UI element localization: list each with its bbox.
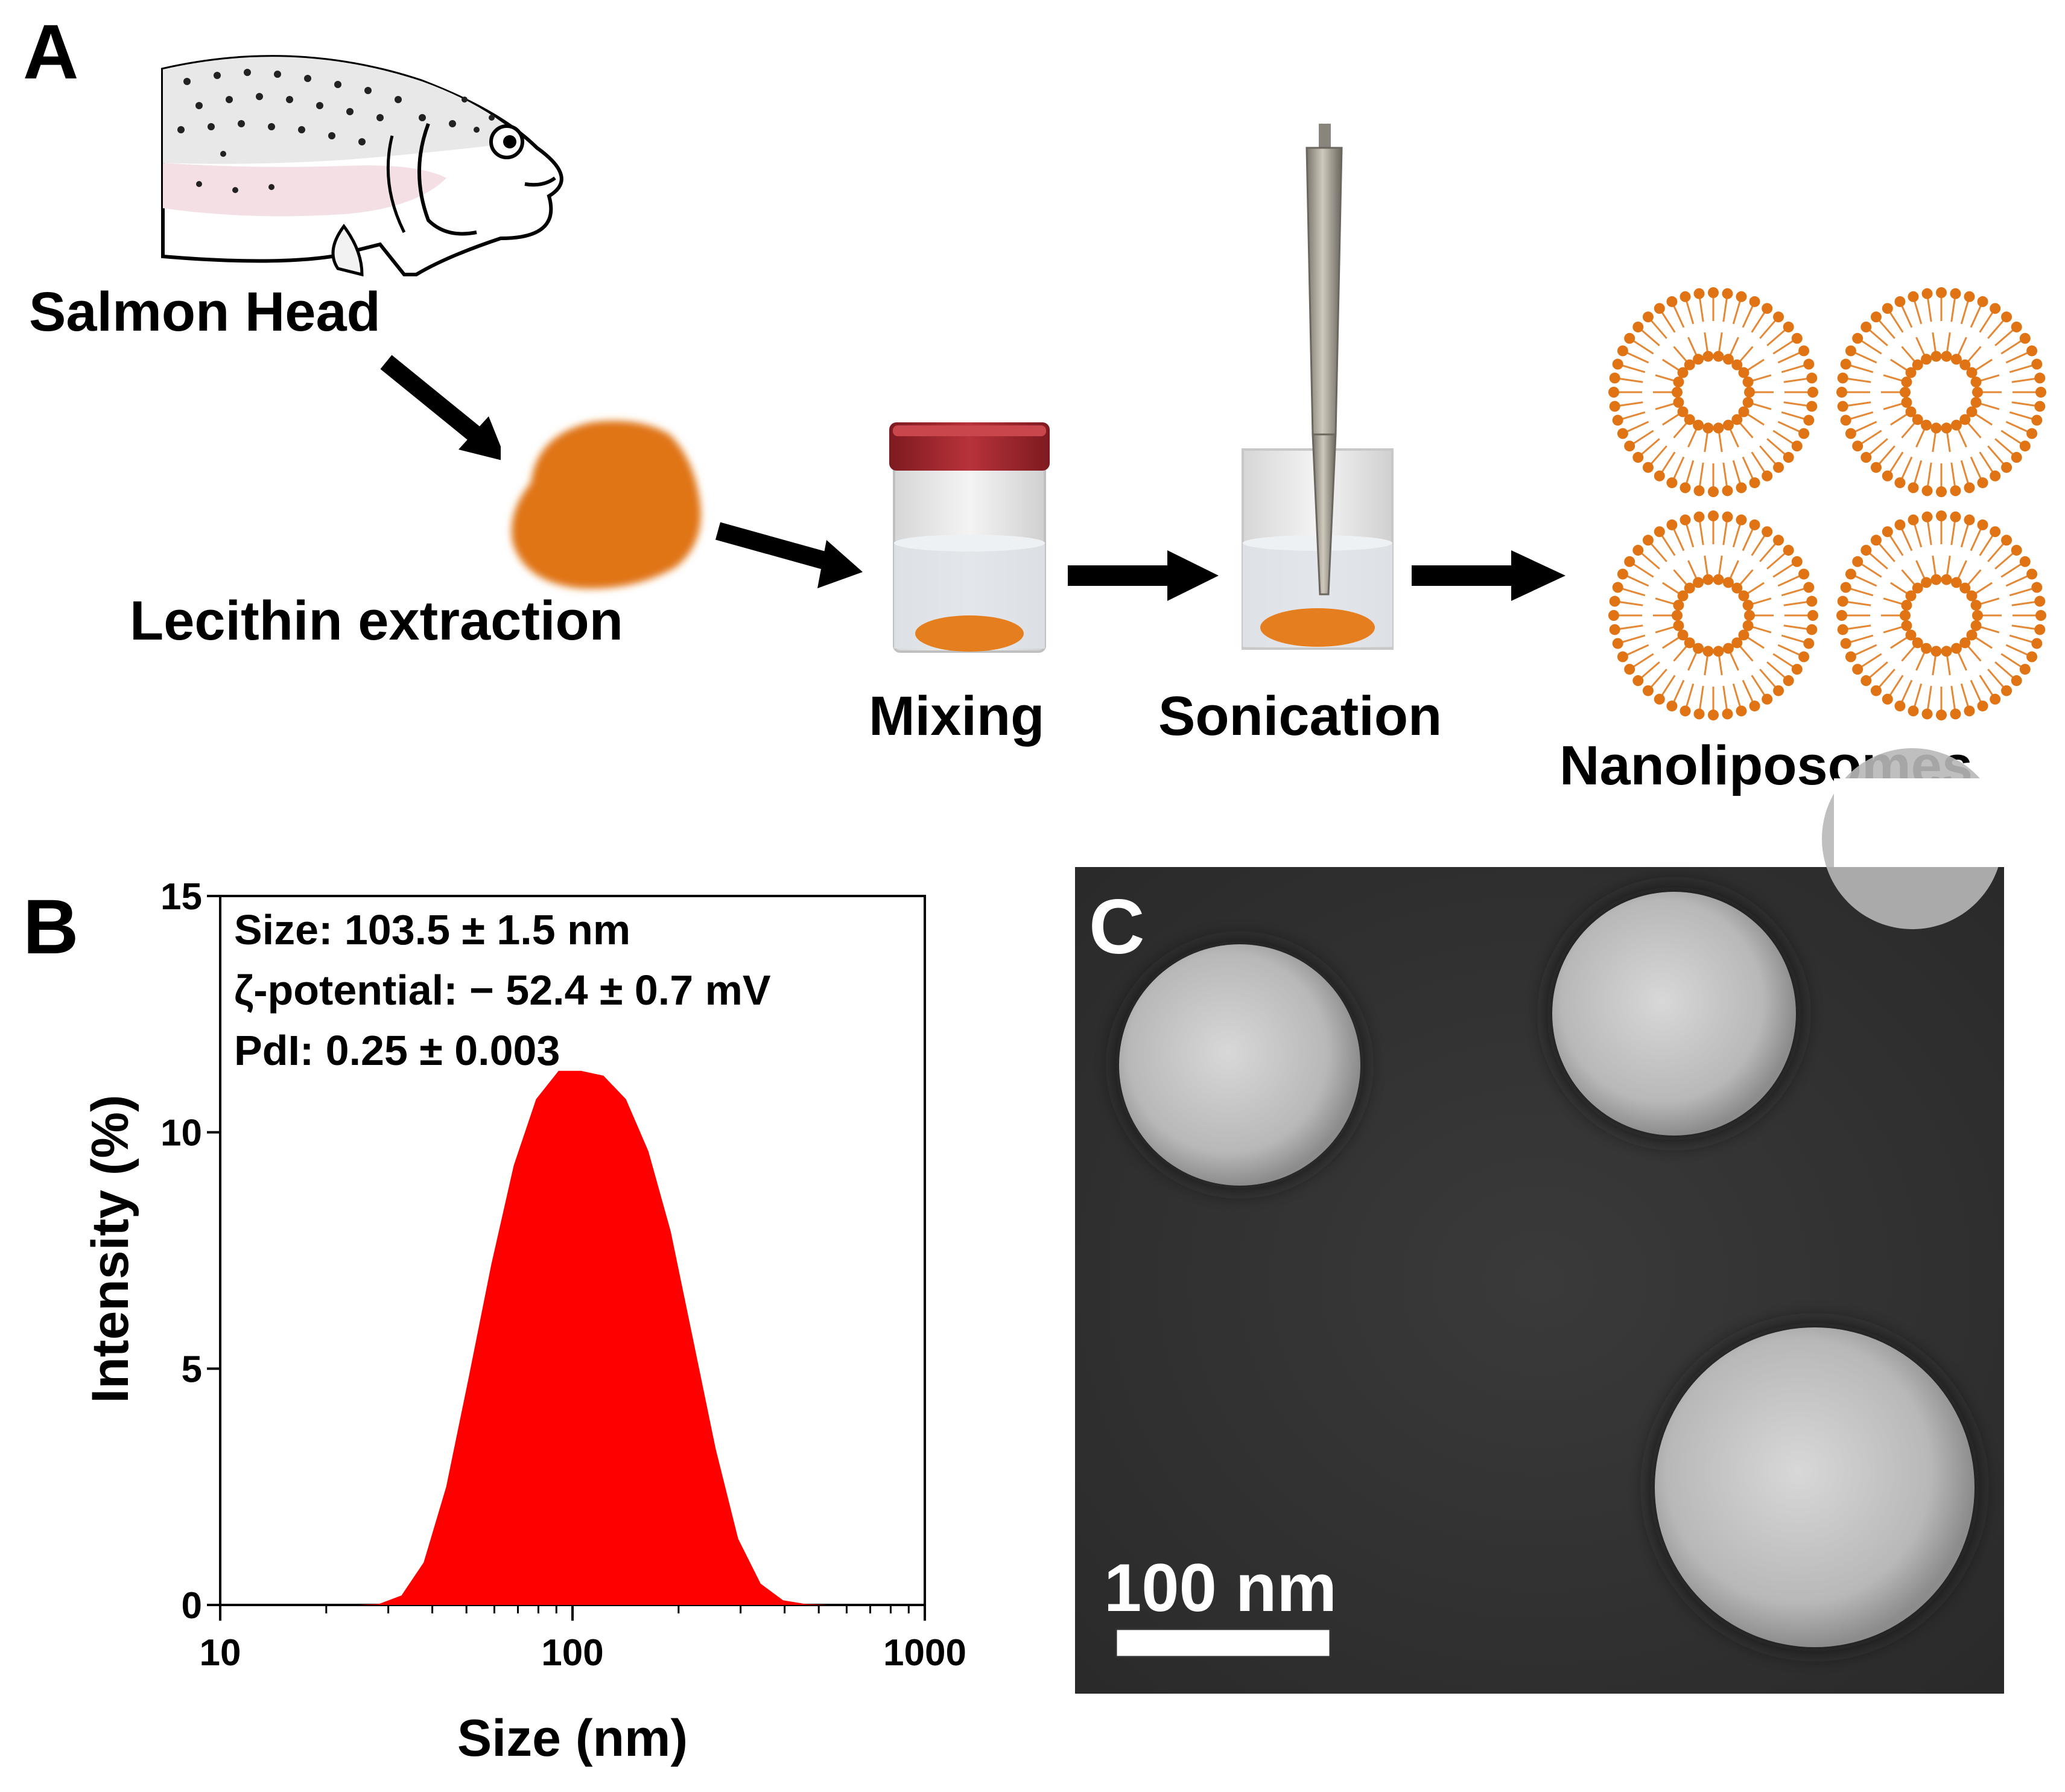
size-annotation: Size: 103.5 ± 1.5 nm <box>234 906 630 953</box>
x-tick-label: 100 <box>541 1632 603 1674</box>
liposome-icon <box>1608 287 1818 497</box>
y-tick-label: 10 <box>160 1113 202 1154</box>
panel-a-letter: A <box>23 9 78 95</box>
y-tick-label: 5 <box>182 1349 202 1390</box>
sonication-probe-icon <box>1242 124 1394 650</box>
liposome-icon <box>1836 287 2046 497</box>
nanoliposome-icons <box>1608 287 2046 720</box>
panel-c: C 100 nm <box>1075 748 2015 1694</box>
arrow-icon <box>715 522 863 588</box>
panel-b-letter: B <box>23 884 78 970</box>
arrow-icon <box>1068 550 1219 601</box>
x-axis-title: Size (nm) <box>457 1709 688 1767</box>
vesicle-particles <box>1116 748 2015 1651</box>
mixing-jar-icon <box>889 422 1050 653</box>
scale-bar <box>1115 1628 1331 1658</box>
size-distribution-chart: 0 5 10 15 10 100 1000 Size: 103.5 ± 1.5 nm ζ-… <box>81 876 966 1767</box>
sonication-label: Sonication <box>1158 685 1442 747</box>
mixing-label: Mixing <box>869 685 1044 747</box>
arrow-icon <box>380 355 507 462</box>
panel-a: A Salmon Head <box>23 9 2046 796</box>
pdi-annotation: PdI: 0.25 ± 0.003 <box>234 1027 560 1074</box>
lecithin-extract-icon <box>501 410 718 603</box>
x-tick-label: 10 <box>200 1632 241 1674</box>
scale-bar-label: 100 nm <box>1104 1550 1337 1625</box>
x-axis-ticks: 10 100 1000 <box>200 1605 966 1674</box>
y-axis-ticks: 0 5 10 15 <box>160 876 220 1627</box>
panel-b: B 0 5 10 15 10 100 1000 Size: 103.5 ± 1.5 nm … <box>23 876 966 1767</box>
arrow-icon <box>1412 550 1565 601</box>
distribution-area <box>357 1070 851 1605</box>
x-tick-label: 1000 <box>883 1632 966 1674</box>
lecithin-extraction-label: Lecithin extraction <box>130 590 623 652</box>
zeta-annotation: ζ-potential: − 52.4 ± 0.7 mV <box>234 967 771 1014</box>
salmon-head-label: Salmon Head <box>29 281 381 343</box>
salmon-head-illustration <box>161 55 563 277</box>
y-axis-title: Intensity (%) <box>81 1095 139 1403</box>
y-tick-label: 15 <box>160 876 202 918</box>
liposome-icon <box>1836 510 2046 720</box>
panel-c-letter: C <box>1089 884 1144 970</box>
liposome-icon <box>1608 510 1818 720</box>
y-tick-label: 0 <box>182 1585 202 1627</box>
